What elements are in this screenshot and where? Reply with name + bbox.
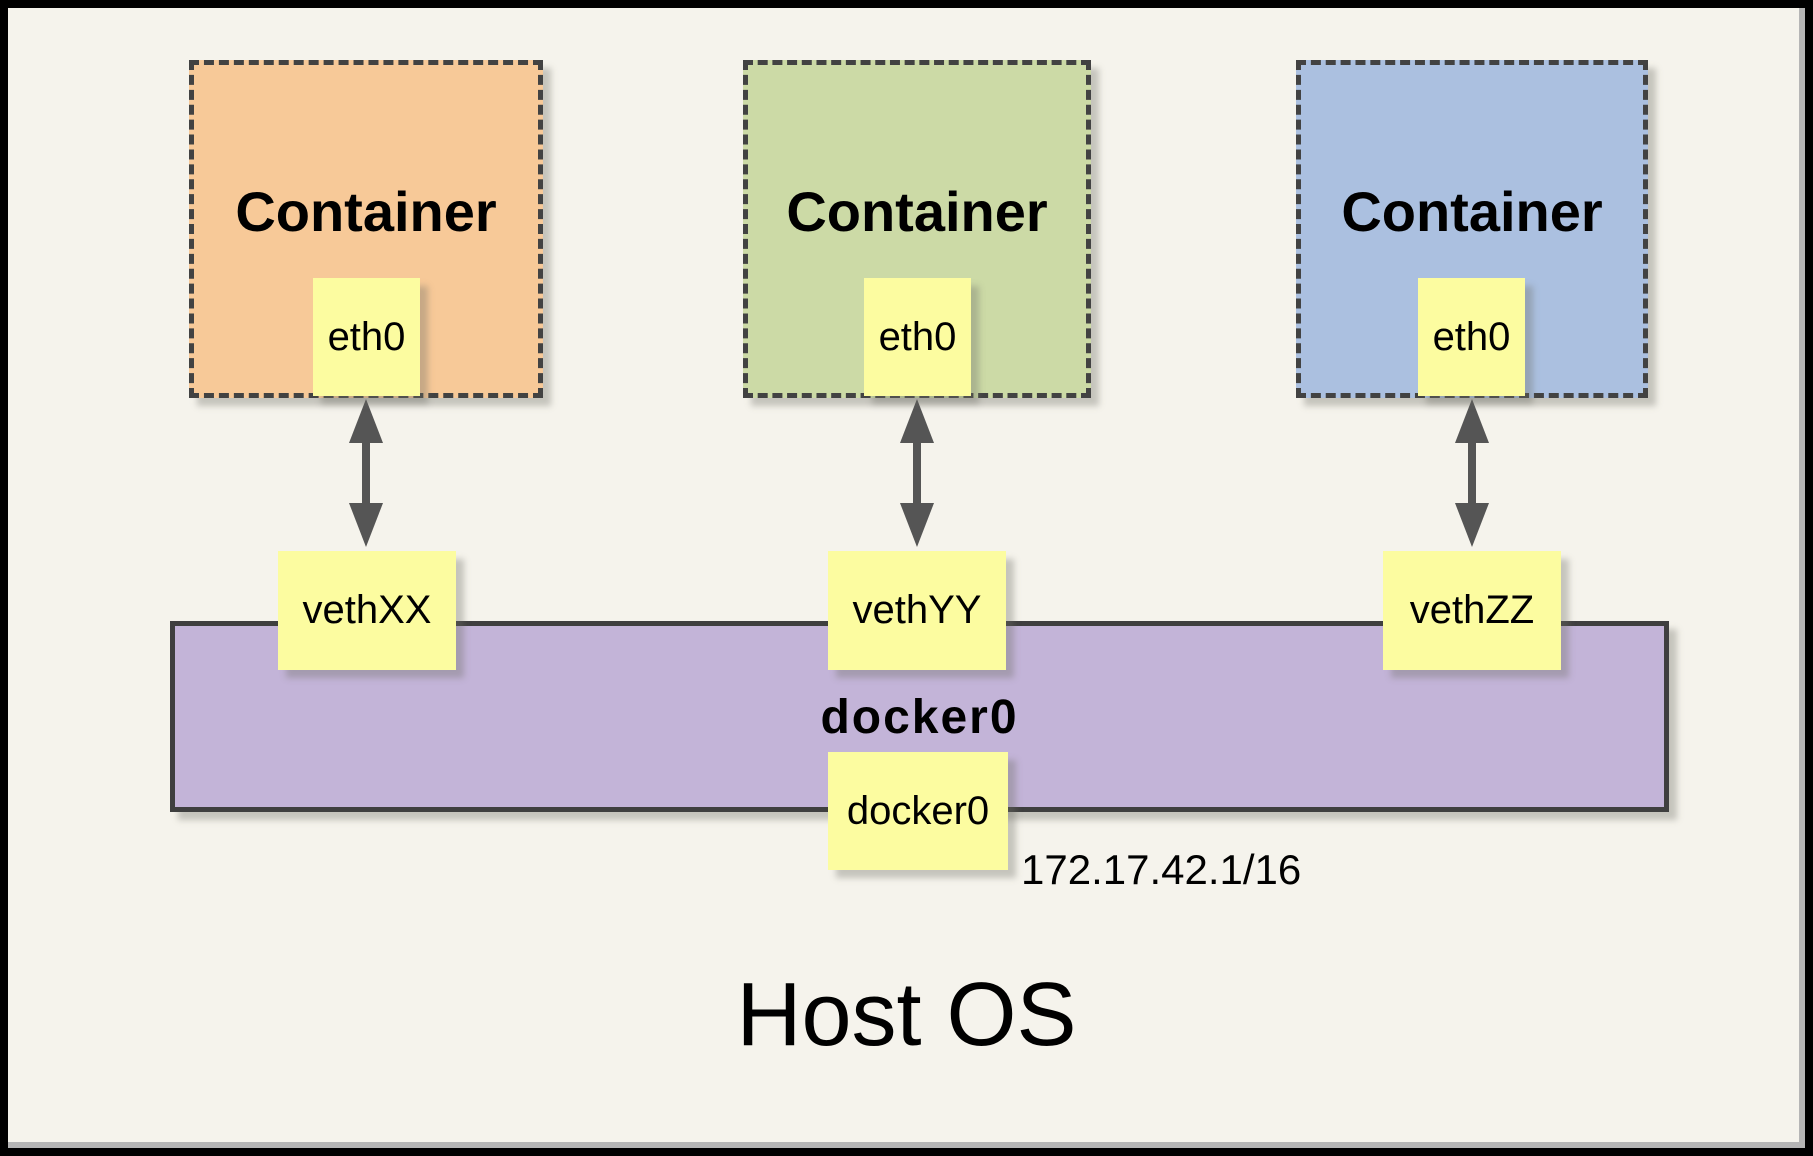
host-os-title: Host OS (736, 965, 1077, 1065)
eth0-vethzz-arrow-icon (1455, 399, 1489, 547)
container-1-eth0-label: eth0 (327, 314, 406, 359)
container-3-label: Container (1341, 179, 1603, 243)
vethzz-label: vethZZ (1409, 588, 1535, 632)
container-3-eth0-note: eth0 (1418, 278, 1525, 396)
vethzz-note: vethZZ (1383, 551, 1561, 670)
vethyy-note: vethYY (828, 551, 1006, 670)
container-2-eth0-label: eth0 (878, 314, 957, 359)
vethxx-note: vethXX (278, 551, 456, 670)
container-2-eth0-note: eth0 (864, 278, 971, 396)
eth0-vethxx-arrow-icon (349, 399, 383, 547)
container-3-eth0-label: eth0 (1432, 314, 1511, 359)
container-1-label: Container (235, 179, 497, 243)
vethxx-label: vethXX (302, 588, 432, 632)
docker0-ip-label: 172.17.42.1/16 (1021, 846, 1302, 893)
docker0-interface-label: docker0 (846, 788, 990, 833)
container-2-label: Container (786, 179, 1048, 243)
docker0-bridge-label: docker0 (820, 691, 1019, 744)
docker0-interface-note: docker0 (828, 752, 1008, 870)
eth0-vethyy-arrow-icon (900, 399, 934, 547)
container-1-eth0-note: eth0 (313, 278, 420, 396)
vethyy-label: vethYY (852, 588, 982, 632)
